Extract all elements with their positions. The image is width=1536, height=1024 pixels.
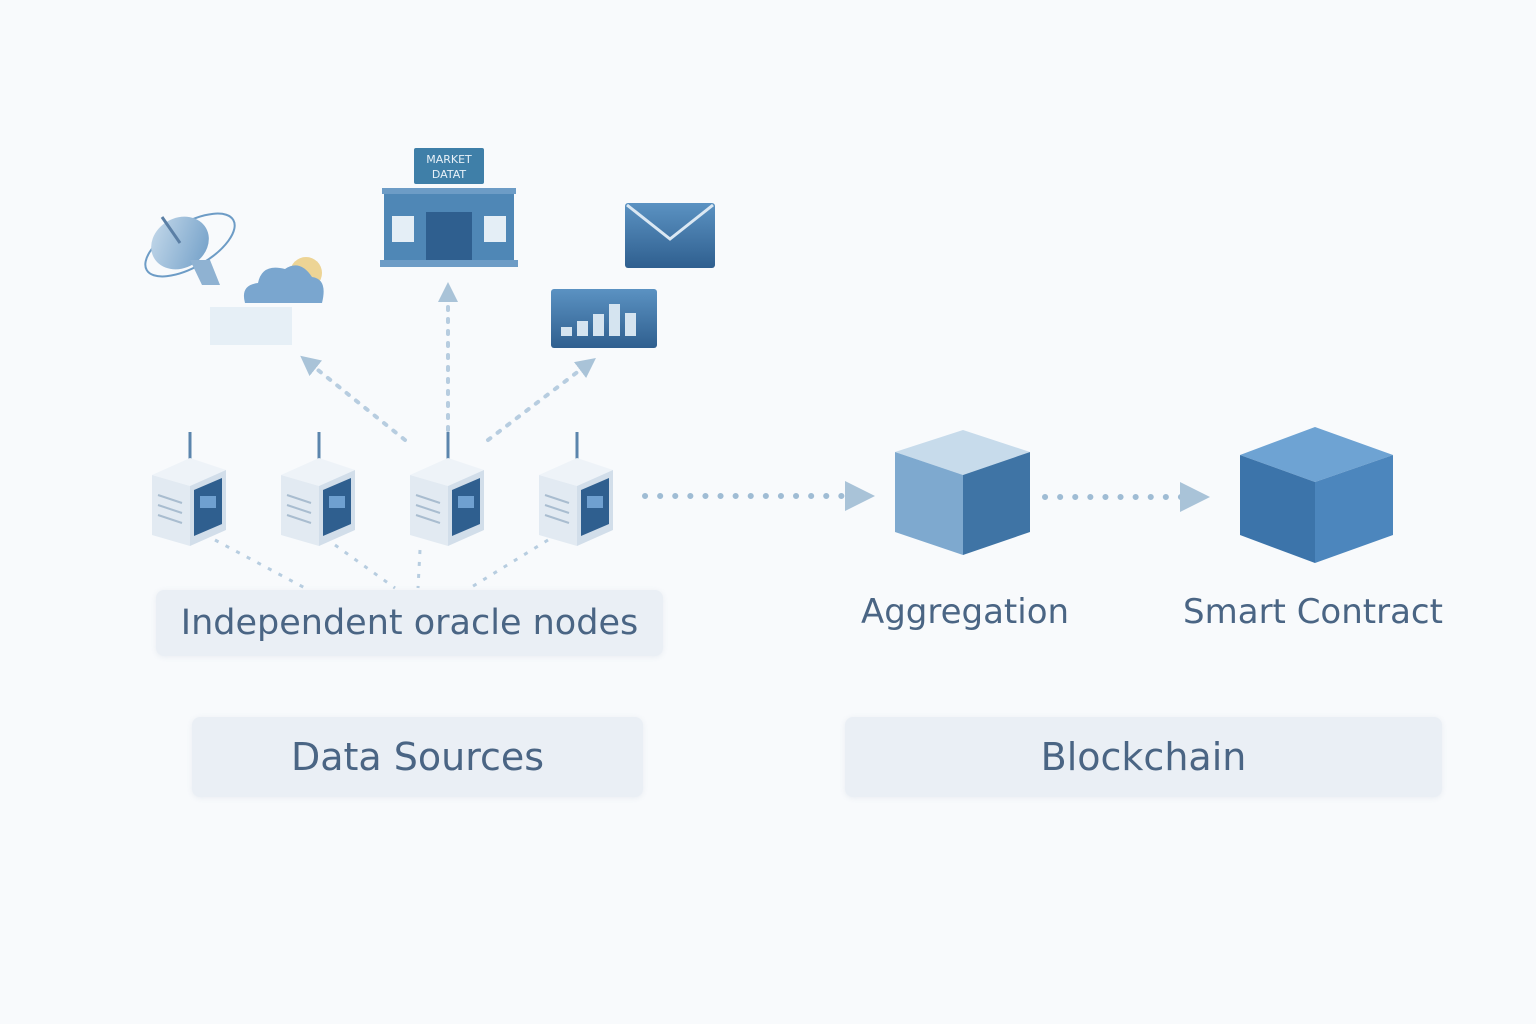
- envelope-icon: [625, 203, 715, 268]
- weather-cloud-icon: [210, 257, 324, 345]
- market-sign-text: DATAT: [432, 168, 466, 181]
- aggregation-cube-icon: [895, 430, 1030, 555]
- oracle-node-server-icon: [281, 432, 355, 546]
- oracle-node-server-icon: [539, 432, 613, 546]
- market-sign-text: MARKET: [426, 153, 472, 166]
- smart-contract-label: Smart Contract: [1183, 592, 1443, 632]
- bar-chart-icon: [551, 289, 657, 348]
- node-label-lines: [214, 538, 549, 590]
- flow-arrows: [642, 481, 1210, 512]
- arrow-to-weather: [300, 355, 407, 442]
- oracle-nodes: [152, 432, 613, 546]
- source-arrows: [300, 282, 596, 442]
- satellite-dish-icon: [144, 212, 236, 285]
- group-data-sources: Data Sources: [192, 717, 643, 797]
- aggregation-label: Aggregation: [860, 592, 1070, 632]
- oracle-node-server-icon: [410, 432, 484, 546]
- oracle-node-server-icon: [152, 432, 226, 546]
- market-building-icon: MARKET DATAT: [380, 148, 518, 267]
- smart-contract-cube-icon: [1240, 427, 1393, 563]
- arrow-to-chart: [486, 357, 596, 442]
- group-blockchain: Blockchain: [845, 717, 1442, 797]
- oracle-nodes-label: Independent oracle nodes: [156, 590, 663, 656]
